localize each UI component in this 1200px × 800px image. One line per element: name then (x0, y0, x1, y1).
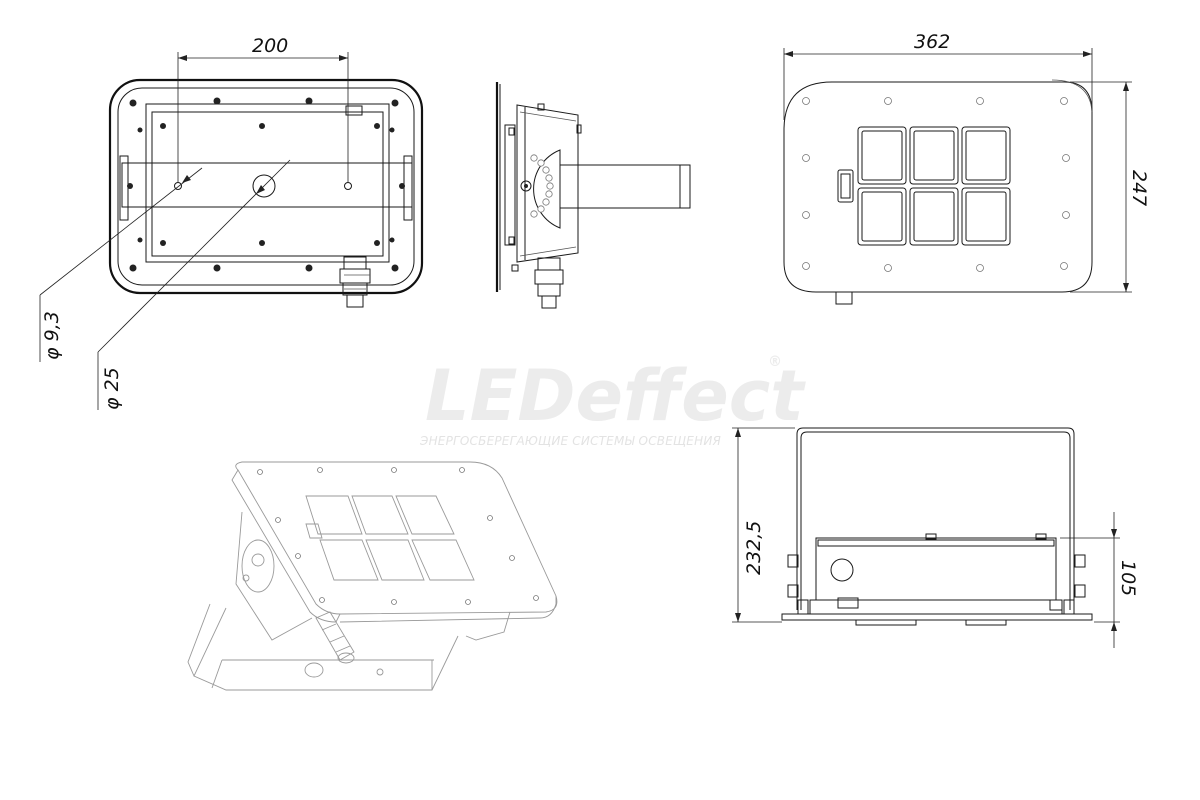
front-vent-tab (345, 105, 363, 116)
dim-large-hole: φ 25 (97, 159, 291, 410)
side-view (495, 82, 691, 309)
iso-hinge-disc (241, 539, 275, 593)
watermark-brand: LEDeffect (425, 355, 806, 437)
elev-u-bracket (796, 427, 1075, 610)
plate-outline (783, 81, 1093, 293)
isometric-view (187, 461, 558, 691)
iso-bracket (193, 607, 459, 691)
side-pivot-bolt (520, 180, 532, 192)
front-small-hole-left (174, 182, 182, 190)
iso-led-modules (305, 495, 475, 581)
plate-label-window (837, 169, 854, 203)
watermark: LEDeffect ® ЭНЕРГОСБЕРЕГАЮЩИЕ СИСТЕМЫ ОС… (419, 354, 806, 448)
dim-total-height: 232,5 (732, 427, 795, 623)
front-bolts (127, 97, 405, 272)
elev-housing (815, 537, 1057, 601)
dim-small-hole-label: φ 9,3 (41, 311, 63, 360)
front-outer-plate (108, 78, 424, 295)
front-small-hole-right (344, 182, 352, 190)
plate-gland-stub (835, 291, 853, 305)
iso-cable-gland (315, 611, 355, 664)
front-bracket-right-ear (403, 155, 413, 221)
dim-plate-height-label: 247 (1128, 170, 1150, 206)
elevation-view: 232,5 105 (732, 427, 1139, 648)
front-bracket-bar (121, 162, 413, 208)
front-large-hole (252, 174, 276, 198)
side-bracket-arm (559, 164, 691, 209)
dim-body-height: 105 (1060, 512, 1139, 648)
plate-holes (802, 97, 1070, 272)
side-screws (508, 103, 582, 272)
watermark-tagline: ЭНЕРГОСБЕРЕГАЮЩИЕ СИСТЕМЫ ОСВЕЩЕНИЯ (419, 434, 721, 448)
side-flange (504, 124, 516, 246)
dim-plate-width-label: 362 (914, 31, 950, 53)
dim-bolt-spacing: 200 (177, 35, 349, 182)
front-housing-inner (151, 111, 384, 257)
side-angle-holes (530, 154, 554, 218)
elev-gland-port (830, 558, 854, 582)
dim-body-height-label: 105 (1117, 560, 1139, 596)
dim-total-height-label: 232,5 (743, 521, 765, 575)
dim-bolt-spacing-label: 200 (252, 35, 288, 57)
side-cable-gland (534, 257, 564, 309)
front-housing (145, 103, 390, 263)
elev-base-plate (781, 613, 1093, 621)
iso-bracket-hole (304, 662, 324, 678)
dim-plate-height: 247 (1070, 81, 1150, 293)
front-inner-plate (117, 87, 415, 286)
front-view: 200 φ 9,3 φ 25 (39, 35, 424, 410)
iso-plate-top (235, 461, 558, 615)
iso-label-window (305, 523, 323, 539)
front-cable-gland (339, 256, 371, 308)
front-bracket-left-ear (119, 155, 129, 221)
led-module-grid (857, 126, 1011, 246)
dim-plate-width: 362 (783, 31, 1093, 120)
dim-small-hole: φ 9,3 (39, 167, 203, 362)
iso-housing (235, 511, 313, 641)
plate-view: 362 247 (783, 31, 1150, 305)
side-housing (516, 104, 579, 263)
watermark-registered-mark: ® (768, 354, 782, 370)
dim-large-hole-label: φ 25 (101, 367, 123, 410)
elev-hardware (787, 554, 1086, 615)
iso-plate-holes (257, 467, 539, 605)
side-bracket-hinge (533, 149, 561, 229)
